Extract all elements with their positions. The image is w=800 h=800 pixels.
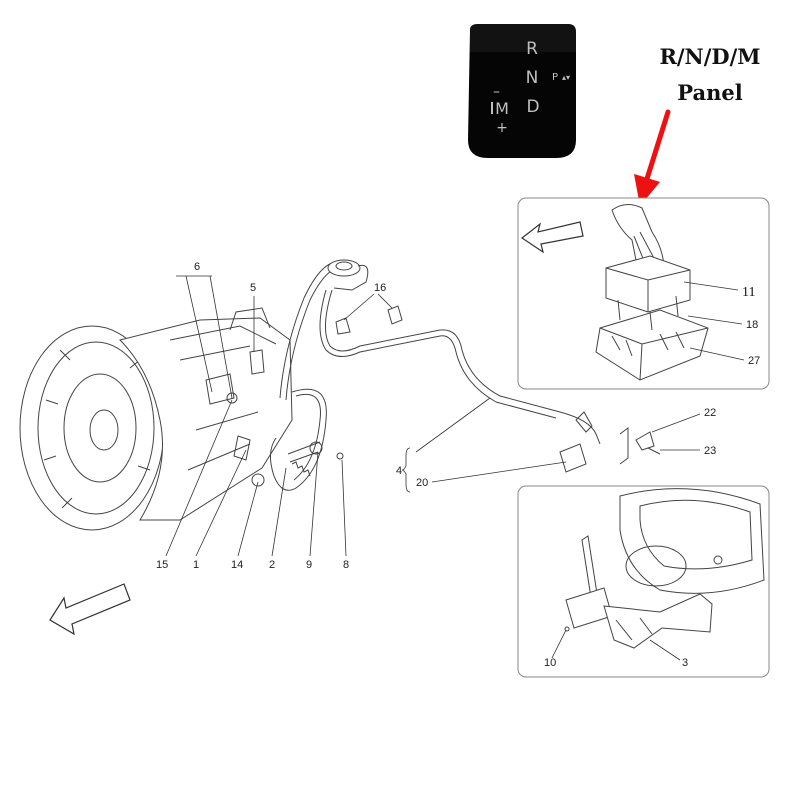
shifter-inset: 11 18 27 [517,197,770,390]
callout-14: 14 [231,559,243,571]
callout-4: 4 [396,465,402,477]
callout-5: 5 [250,282,256,294]
callout-22: 22 [704,407,716,419]
callout-9: 9 [306,559,312,571]
callout-leaders [165,275,701,557]
red-arrow-icon [634,109,671,206]
panel-letter-r: R [526,39,538,59]
panel-minus: – [493,84,500,100]
panel-letter-d: D [526,97,539,117]
updown-icon: ▴▾ [562,73,570,82]
panel-letter-m: M [495,99,509,118]
callout-11: 11 [742,285,755,300]
callout-16: 16 [374,282,386,294]
callout-15: 15 [156,559,168,571]
callout-20: 20 [416,477,428,489]
callout-8: 8 [343,559,349,571]
callout-27: 27 [748,355,760,367]
panel-letter-p: P [552,72,558,83]
callout-10: 10 [544,657,556,669]
callout-6: 6 [194,261,200,273]
callout-1: 1 [193,559,199,571]
annotation-line1: R/N/D/M [659,44,760,69]
steering-inset: 10 3 [517,485,770,678]
callout-23: 23 [704,445,716,457]
panel-plus: + [496,120,508,136]
callout-18: 18 [746,319,758,331]
transmission-drawing [19,259,661,636]
annotation-line2: Panel [677,80,742,105]
callout-3: 3 [682,657,688,669]
gear-panel-image: R N P ▴▾ D – M + [468,24,576,158]
panel-letter-n: N [526,68,539,88]
direction-arrow-icon [49,583,131,636]
callout-2: 2 [269,559,275,571]
direction-arrow-icon [520,221,584,254]
